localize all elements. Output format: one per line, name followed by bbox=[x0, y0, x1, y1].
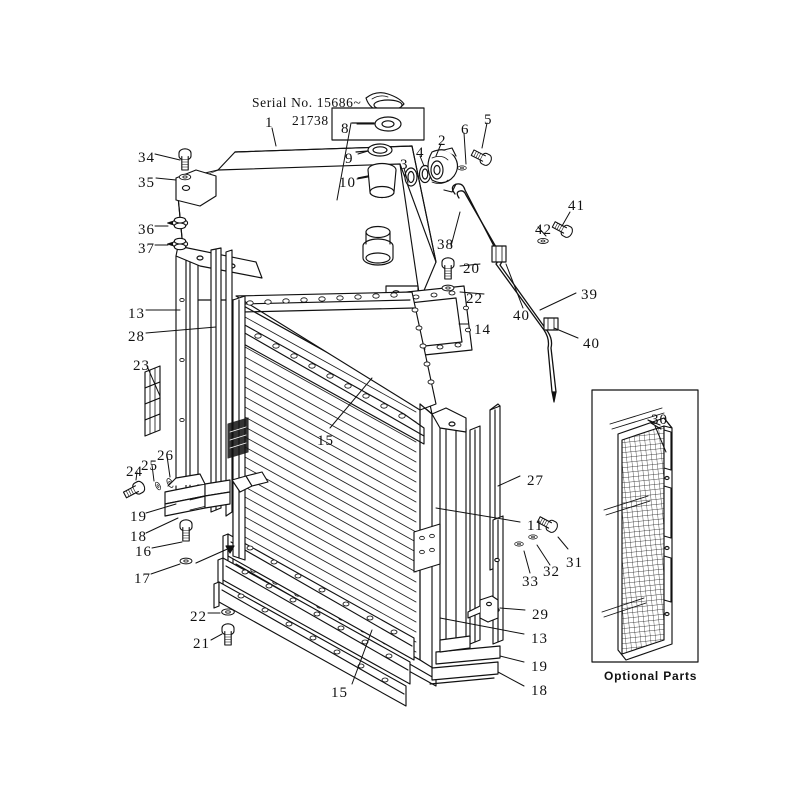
callout-22: 22 bbox=[190, 609, 207, 625]
callout-22: 22 bbox=[466, 291, 483, 307]
part-42-washer bbox=[537, 238, 549, 244]
part-41-bolt bbox=[550, 218, 575, 240]
callout-10: 10 bbox=[339, 175, 356, 191]
part-40-pipe-clamp-upper bbox=[491, 245, 507, 263]
callout-18: 18 bbox=[130, 529, 147, 545]
part-13-right-side-member bbox=[413, 407, 481, 659]
callout-29: 29 bbox=[532, 607, 549, 623]
callout-14: 14 bbox=[474, 322, 491, 338]
optional-parts-box bbox=[591, 389, 699, 663]
part-11-right-side-member bbox=[492, 515, 504, 645]
callout-15: 15 bbox=[331, 685, 348, 701]
callout-17: 17 bbox=[134, 571, 151, 587]
part-core-left-edge bbox=[227, 295, 249, 561]
callout-16: 16 bbox=[135, 544, 152, 560]
part-18-19-bottom-rail-ends bbox=[429, 635, 501, 685]
callout-11: 11 bbox=[527, 518, 544, 534]
callout-24: 24 bbox=[126, 464, 143, 480]
parts-20-22-fasteners bbox=[441, 257, 455, 292]
callout-3: 3 bbox=[400, 157, 409, 173]
callout-21: 21 bbox=[193, 636, 210, 652]
serial-note-line-2: 21738 bbox=[292, 113, 329, 128]
leader-lines bbox=[135, 122, 667, 687]
callout-30: 30 bbox=[651, 412, 668, 428]
callout-40: 40 bbox=[583, 336, 600, 352]
callout-31: 31 bbox=[566, 555, 583, 571]
part-9-gasket bbox=[355, 143, 393, 157]
callout-42: 42 bbox=[535, 222, 552, 238]
callout-33: 33 bbox=[522, 574, 539, 590]
part-40-pipe-clamp-lower bbox=[543, 317, 559, 331]
part-2-thermostat-housing bbox=[427, 147, 459, 193]
callout-40: 40 bbox=[513, 308, 530, 324]
part-23-hose-clips bbox=[144, 365, 161, 437]
callout-25: 25 bbox=[141, 458, 158, 474]
callout-15: 15 bbox=[317, 433, 334, 449]
callout-2: 2 bbox=[438, 133, 447, 149]
callout-1: 1 bbox=[265, 115, 274, 131]
box-serial-8 bbox=[331, 107, 425, 141]
serial-note-line-1: Serial No. 15686~ bbox=[252, 95, 362, 110]
parts-21-22-fasteners bbox=[221, 608, 235, 646]
callout-36: 36 bbox=[138, 222, 155, 238]
part-5-bolt bbox=[469, 147, 494, 168]
callout-19: 19 bbox=[130, 509, 147, 525]
part-28-left-guard-bar bbox=[210, 247, 233, 517]
callout-39: 39 bbox=[581, 287, 598, 303]
callout-34: 34 bbox=[138, 150, 155, 166]
parts-18-19-left-shims bbox=[164, 471, 269, 517]
callout-18: 18 bbox=[531, 683, 548, 699]
callout-23: 23 bbox=[133, 358, 150, 374]
parts-16-17-fasteners bbox=[179, 519, 235, 565]
callout-4: 4 bbox=[416, 145, 425, 161]
callout-8: 8 bbox=[341, 121, 350, 137]
part-30-mesh-screen bbox=[601, 407, 673, 661]
part-29-hook-bracket bbox=[467, 595, 499, 623]
callout-32: 32 bbox=[543, 564, 560, 580]
callout-35: 35 bbox=[138, 175, 155, 191]
callout-9: 9 bbox=[345, 151, 354, 167]
callout-38: 38 bbox=[437, 237, 454, 253]
callout-20: 20 bbox=[463, 261, 480, 277]
callout-6: 6 bbox=[461, 122, 470, 138]
callout-27: 27 bbox=[527, 473, 544, 489]
callout-13: 13 bbox=[531, 631, 548, 647]
callout-13: 13 bbox=[128, 306, 145, 322]
part-lower-frame-rails bbox=[213, 533, 415, 707]
parts-36-37-rubber-mounts bbox=[167, 216, 189, 251]
callout-28: 28 bbox=[128, 329, 145, 345]
callout-37: 37 bbox=[138, 241, 155, 257]
callout-5: 5 bbox=[484, 112, 493, 128]
part-6-washer bbox=[457, 165, 467, 171]
parts-34-35-fasteners bbox=[178, 148, 192, 181]
part-10-filler-neck bbox=[357, 162, 397, 199]
callout-26: 26 bbox=[157, 448, 174, 464]
optional-parts-caption: Optional Parts bbox=[604, 669, 698, 683]
callout-19: 19 bbox=[531, 659, 548, 675]
callout-41: 41 bbox=[568, 198, 585, 214]
